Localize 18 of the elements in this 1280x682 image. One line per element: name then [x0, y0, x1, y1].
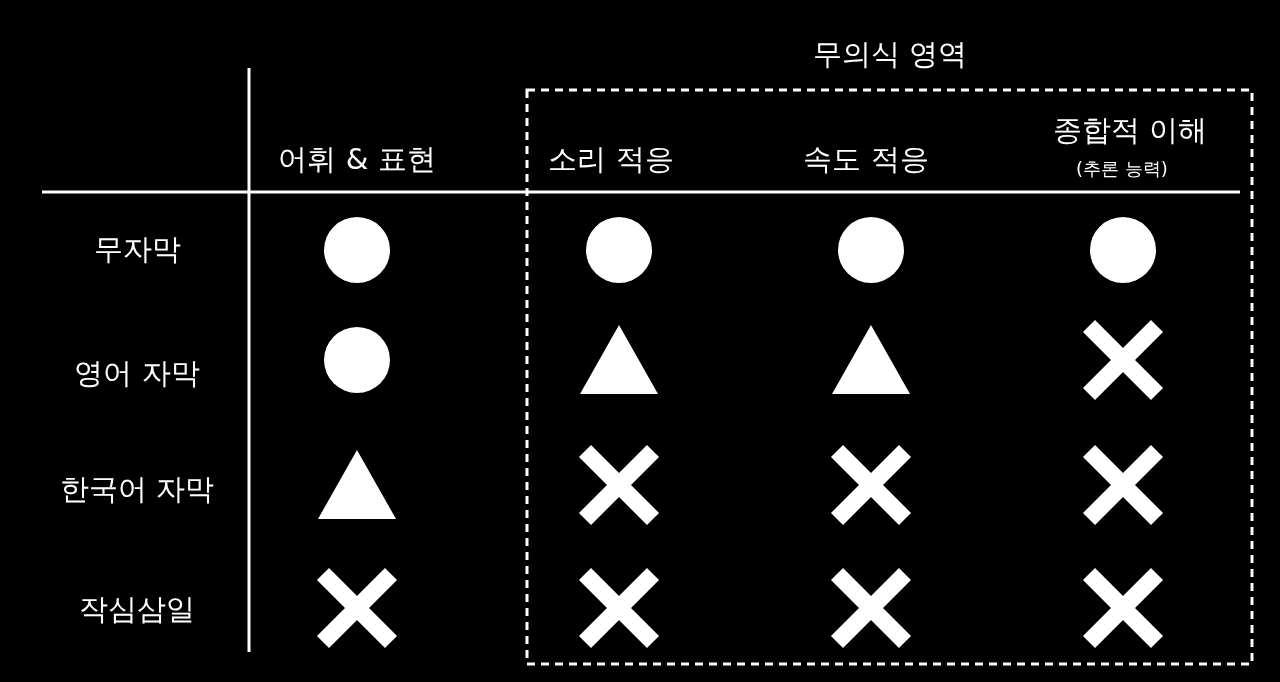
row-header: 영어 자막 [74, 355, 200, 392]
cross-icon [315, 566, 399, 650]
column-header: 어휘 & 표현 [278, 141, 436, 178]
row-header: 무자막 [93, 231, 181, 268]
column-header: 소리 적응 [548, 141, 674, 178]
column-header: (추론 능력) [1076, 157, 1168, 181]
column-header: 종합적 이해 [1052, 112, 1208, 149]
cross-icon [1081, 318, 1165, 402]
row-header: 한국어 자막 [59, 471, 215, 508]
column-header: 속도 적응 [803, 141, 929, 178]
cross-icon [577, 566, 661, 650]
cross-icon [1081, 566, 1165, 650]
cross-icon [1081, 443, 1165, 527]
cross-icon [829, 443, 913, 527]
cross-icon [577, 443, 661, 527]
region-heading: 무의식 영역 [812, 36, 968, 73]
cross-icon [829, 566, 913, 650]
row-header: 작심삼일 [79, 591, 195, 628]
